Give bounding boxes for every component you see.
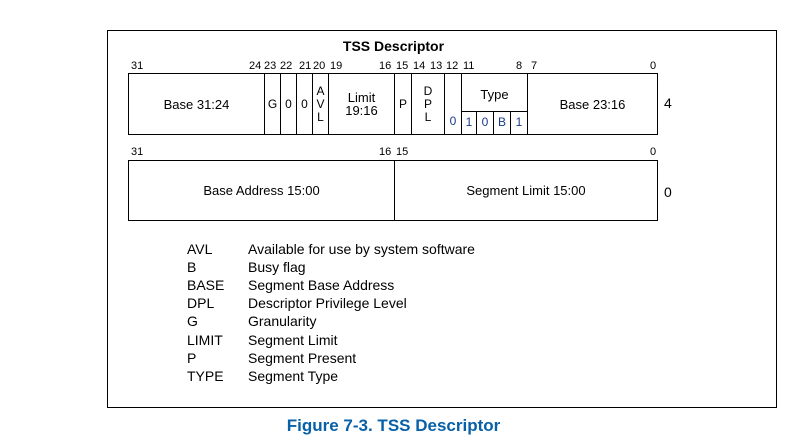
bit-label: 15 (396, 146, 409, 158)
field-base-15-00: Base Address 15:00 (203, 183, 320, 198)
legend-description: Descriptor Privilege Level (248, 295, 407, 312)
legend-description: Busy flag (248, 259, 306, 276)
type-bit: 1 (461, 111, 476, 134)
field-zero: 0 (296, 74, 312, 134)
bit-label: 8 (516, 60, 523, 72)
bit-label: 31 (131, 60, 144, 72)
legend-abbr: P (187, 349, 197, 366)
bit-label: 16 (379, 60, 392, 72)
dpl-letter: L (424, 109, 432, 124)
legend-abbr: B (187, 259, 197, 276)
dpl-letter: P (423, 96, 432, 111)
bit-label: 14 (413, 60, 426, 72)
limit-label: Limit (347, 90, 376, 105)
bit-label: 12 (446, 60, 459, 72)
bit-label: 20 (313, 60, 326, 72)
bit-label: 22 (280, 60, 293, 72)
legend-description: Available for use by system software (248, 241, 475, 257)
bit-label: 16 (379, 146, 392, 158)
avl-letter: A (316, 83, 325, 98)
bit-label: 21 (299, 60, 312, 72)
field-p: P (394, 74, 411, 134)
field-s-bit: 0 (444, 74, 461, 134)
legend-abbr: LIMIT (187, 331, 223, 348)
avl-letter: V (316, 96, 325, 111)
field-limit-15-00: Segment Limit 15:00 (394, 161, 657, 220)
type-bit: 0 (476, 111, 493, 134)
legend-description: Granularity (248, 313, 317, 330)
diagram-title: TSS Descriptor (342, 38, 445, 54)
bit-label: 24 (249, 60, 262, 72)
field-base-23-16: Base 23:16 (527, 74, 657, 134)
legend-abbr: BASE (187, 277, 225, 294)
limit-range: 19:16 (345, 103, 378, 118)
legend-abbr: DPL (187, 295, 215, 312)
descriptor-low-dword: Base Address 15:00 Segment Limit 15:00 (128, 160, 658, 221)
legend-abbr: AVL (187, 241, 213, 257)
byte-offset-4: 4 (664, 95, 672, 111)
type-bit: 1 (510, 111, 527, 134)
bit-label: 7 (531, 60, 538, 72)
bit-label: 31 (131, 146, 144, 158)
bit-label: 0 (650, 60, 657, 72)
field-zero: 0 (280, 74, 296, 134)
bit-label: 15 (396, 60, 409, 72)
figure-frame (107, 30, 777, 408)
bit-label: 19 (330, 60, 343, 72)
bit-label: 13 (430, 60, 443, 72)
legend-description: Segment Limit (248, 331, 338, 348)
avl-letter: L (317, 109, 324, 124)
figure-caption: Figure 7-3. TSS Descriptor (286, 416, 501, 435)
field-g: G (264, 74, 280, 134)
bit-label: 0 (650, 146, 657, 158)
legend-abbr: TYPE (187, 367, 224, 384)
field-type: Type (461, 74, 527, 111)
dpl-letter: D (423, 83, 433, 98)
legend-description: Segment Base Address (248, 277, 395, 294)
byte-offset-0: 0 (664, 184, 672, 200)
legend-abbr: G (187, 313, 198, 330)
type-divider (461, 111, 527, 112)
bit-label: 11 (463, 60, 475, 72)
bit-label: 23 (264, 60, 277, 72)
field-base-31-24: Base 31:24 (163, 96, 230, 112)
legend-description: Segment Type (248, 367, 339, 384)
type-bit-busy: B (493, 111, 510, 134)
legend-description: Segment Present (248, 349, 357, 366)
